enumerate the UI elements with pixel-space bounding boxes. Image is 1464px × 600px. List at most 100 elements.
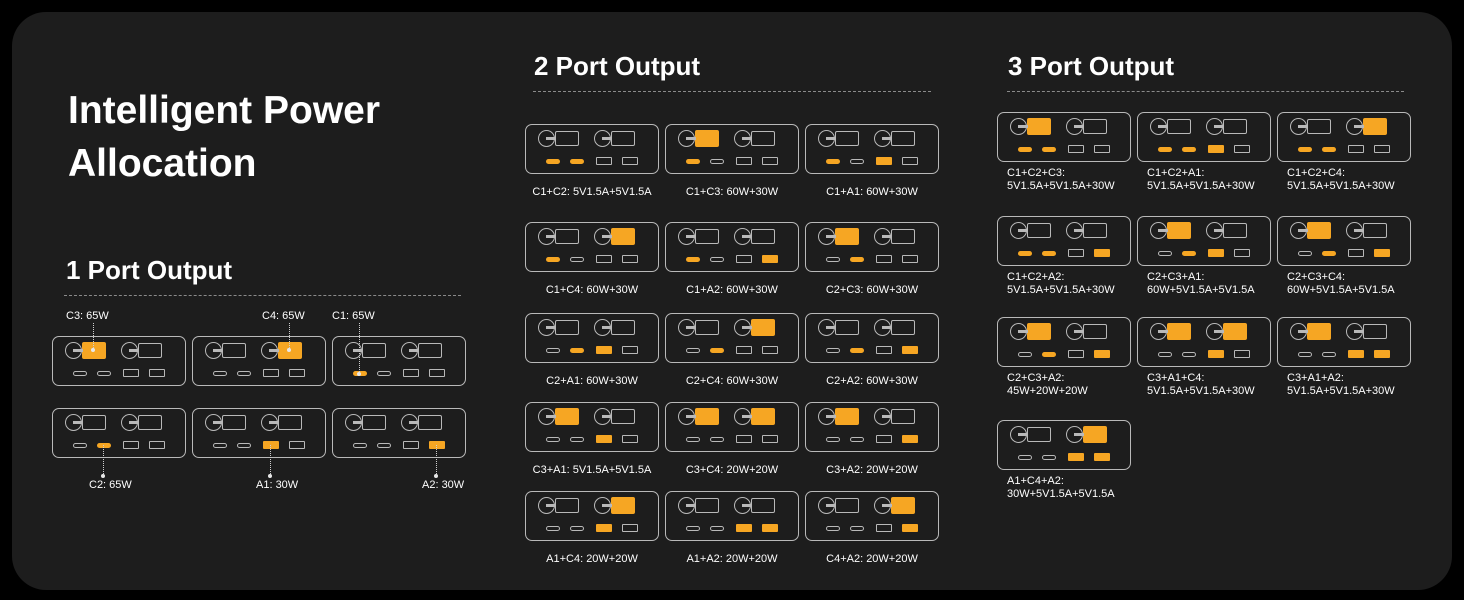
- port-a2-active: [1094, 249, 1110, 257]
- cable-neck-icon: [742, 415, 752, 418]
- leader-dot: [268, 474, 272, 478]
- port-c3-active: [1167, 323, 1191, 340]
- port-c3: [695, 229, 719, 244]
- combo-caption-ports: A1+C4+A2:: [1007, 475, 1064, 487]
- port-c2: [710, 158, 724, 164]
- port-c1: [1018, 454, 1032, 460]
- port-c4: [751, 131, 775, 146]
- port-a1-active: [1348, 350, 1364, 358]
- port-c1: [73, 442, 87, 448]
- port-c4: [418, 343, 442, 358]
- port-c1: [686, 436, 700, 442]
- combo-caption: C1+C2: 5V1.5A+5V1.5A: [532, 186, 652, 198]
- combo-caption-ports: C1+C2+A2:: [1007, 271, 1065, 283]
- port-a2: [1234, 350, 1250, 358]
- port-a2-active: [1374, 249, 1390, 257]
- port-a2: [902, 255, 918, 263]
- combo-caption: C2+C4: 60W+30W: [685, 375, 779, 387]
- combo-caption-values: 5V1.5A+5V1.5A+30W: [1287, 180, 1395, 192]
- cable-neck-icon: [129, 349, 139, 352]
- port-c3-active: [1307, 222, 1331, 239]
- port-a2: [1234, 145, 1250, 153]
- port-c2-active: [850, 347, 864, 353]
- port-c2: [1322, 351, 1336, 357]
- port-c4: [611, 131, 635, 146]
- cable-neck-icon: [882, 235, 892, 238]
- callout-label: C4: 65W: [262, 310, 305, 322]
- port-c2-active: [1042, 250, 1056, 256]
- combo-caption-ports: C3+A1+C4:: [1147, 372, 1205, 384]
- card-three-port: [1277, 216, 1411, 266]
- cable-neck-icon: [826, 235, 836, 238]
- combo-caption-ports: C1+C2+C4:: [1287, 167, 1346, 179]
- card-two-port: [805, 313, 939, 363]
- port-a2: [762, 346, 778, 354]
- cable-neck-icon: [1298, 125, 1308, 128]
- port-c4: [1083, 324, 1107, 339]
- cable-neck-icon: [686, 235, 696, 238]
- cable-neck-icon: [742, 504, 752, 507]
- port-a1: [876, 435, 892, 443]
- port-c4-active: [1083, 426, 1107, 443]
- port-c3: [555, 131, 579, 146]
- cable-neck-icon: [686, 326, 696, 329]
- port-c3: [835, 131, 859, 146]
- card-three-port: [1137, 317, 1271, 367]
- port-c2: [850, 525, 864, 531]
- port-c3: [82, 415, 106, 430]
- port-c3-active: [695, 408, 719, 425]
- one-port-divider: [64, 295, 461, 296]
- port-c1: [686, 525, 700, 531]
- port-a2: [762, 435, 778, 443]
- port-c3-active: [555, 408, 579, 425]
- card-three-port: [1277, 112, 1411, 162]
- combo-caption-values: 5V1.5A+5V1.5A+30W: [1007, 284, 1115, 296]
- port-c3: [1307, 119, 1331, 134]
- cable-neck-icon: [546, 415, 556, 418]
- card-two-port: [805, 222, 939, 272]
- port-c1: [73, 370, 87, 376]
- combo-caption-values: 5V1.5A+5V1.5A+30W: [1287, 385, 1395, 397]
- port-c2: [1042, 454, 1056, 460]
- port-a1: [736, 255, 752, 263]
- port-c4: [1083, 223, 1107, 238]
- combo-caption-values: 5V1.5A+5V1.5A+30W: [1147, 385, 1255, 397]
- port-c1: [1158, 250, 1172, 256]
- combo-caption-ports: C2+C3+A2:: [1007, 372, 1065, 384]
- cable-neck-icon: [546, 326, 556, 329]
- cable-neck-icon: [826, 415, 836, 418]
- port-c4: [1363, 223, 1387, 238]
- combo-caption-ports: C2+C3+A1:: [1147, 271, 1205, 283]
- port-c1-active: [686, 158, 700, 164]
- port-c1: [213, 370, 227, 376]
- card-one-port-c1: [332, 336, 466, 386]
- card-two-port: [805, 124, 939, 174]
- combo-caption: C2+C3: 60W+30W: [825, 284, 919, 296]
- cable-neck-icon: [602, 326, 612, 329]
- port-c2-active: [1182, 146, 1196, 152]
- port-a2-active: [1374, 350, 1390, 358]
- cable-neck-icon: [1074, 433, 1084, 436]
- cable-neck-icon: [882, 415, 892, 418]
- cable-neck-icon: [826, 137, 836, 140]
- port-a2-active: [429, 441, 445, 449]
- port-c2-active: [1042, 351, 1056, 357]
- card-two-port: [525, 222, 659, 272]
- card-two-port: [665, 222, 799, 272]
- cable-neck-icon: [1158, 125, 1168, 128]
- port-c2-active: [1042, 146, 1056, 152]
- cable-neck-icon: [602, 137, 612, 140]
- combo-caption-values: 45W+20W+20W: [1007, 385, 1088, 397]
- leader-dot: [101, 474, 105, 478]
- port-c1: [826, 525, 840, 531]
- leader-dot: [434, 474, 438, 478]
- leader-line: [93, 323, 94, 350]
- cable-neck-icon: [1298, 229, 1308, 232]
- leader-dot: [357, 372, 361, 376]
- cable-neck-icon: [602, 504, 612, 507]
- port-c3: [1027, 427, 1051, 442]
- callout-label: C1: 65W: [332, 310, 375, 322]
- cable-neck-icon: [1214, 229, 1224, 232]
- cable-neck-icon: [1298, 330, 1308, 333]
- combo-caption-values: 30W+5V1.5A+5V1.5A: [1007, 488, 1115, 500]
